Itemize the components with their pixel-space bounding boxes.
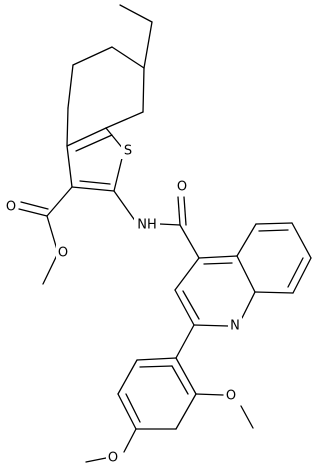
svg-text:O: O — [177, 180, 187, 195]
thiophene-ring — [66, 127, 125, 192]
quinoline-pyridine-ring — [174, 255, 256, 327]
svg-text:O: O — [6, 200, 16, 215]
atom-label-ester-ether-oxygen: O — [56, 244, 70, 261]
cyclohexene-ring — [66, 46, 145, 147]
atom-label-amide-nh: NH — [134, 216, 160, 233]
dimethoxyphenyl-ring — [117, 324, 197, 430]
quinoline-benzo-ring — [236, 222, 312, 294]
svg-text:O: O — [58, 246, 68, 261]
methoxy-substituents — [85, 393, 254, 463]
atom-label-quinoline-nitrogen: N — [228, 317, 242, 334]
atom-label-methoxy-ortho-oxygen: O — [224, 387, 238, 404]
atom-label-methoxy-para-oxygen: O — [106, 449, 120, 466]
atom-label-ester-carbonyl-oxygen: O — [4, 198, 18, 215]
amide-linkage — [113, 190, 200, 259]
svg-text:NH: NH — [137, 218, 157, 233]
atom-label-sulfur: S — [121, 143, 134, 159]
svg-text:O: O — [226, 389, 236, 404]
svg-text:O: O — [108, 451, 118, 466]
methyl-ester — [18, 186, 73, 285]
svg-text:S: S — [124, 144, 132, 159]
atom-label-amide-oxygen: O — [175, 178, 189, 195]
svg-text:N: N — [230, 319, 240, 334]
ethyl-group — [119, 4, 153, 69]
